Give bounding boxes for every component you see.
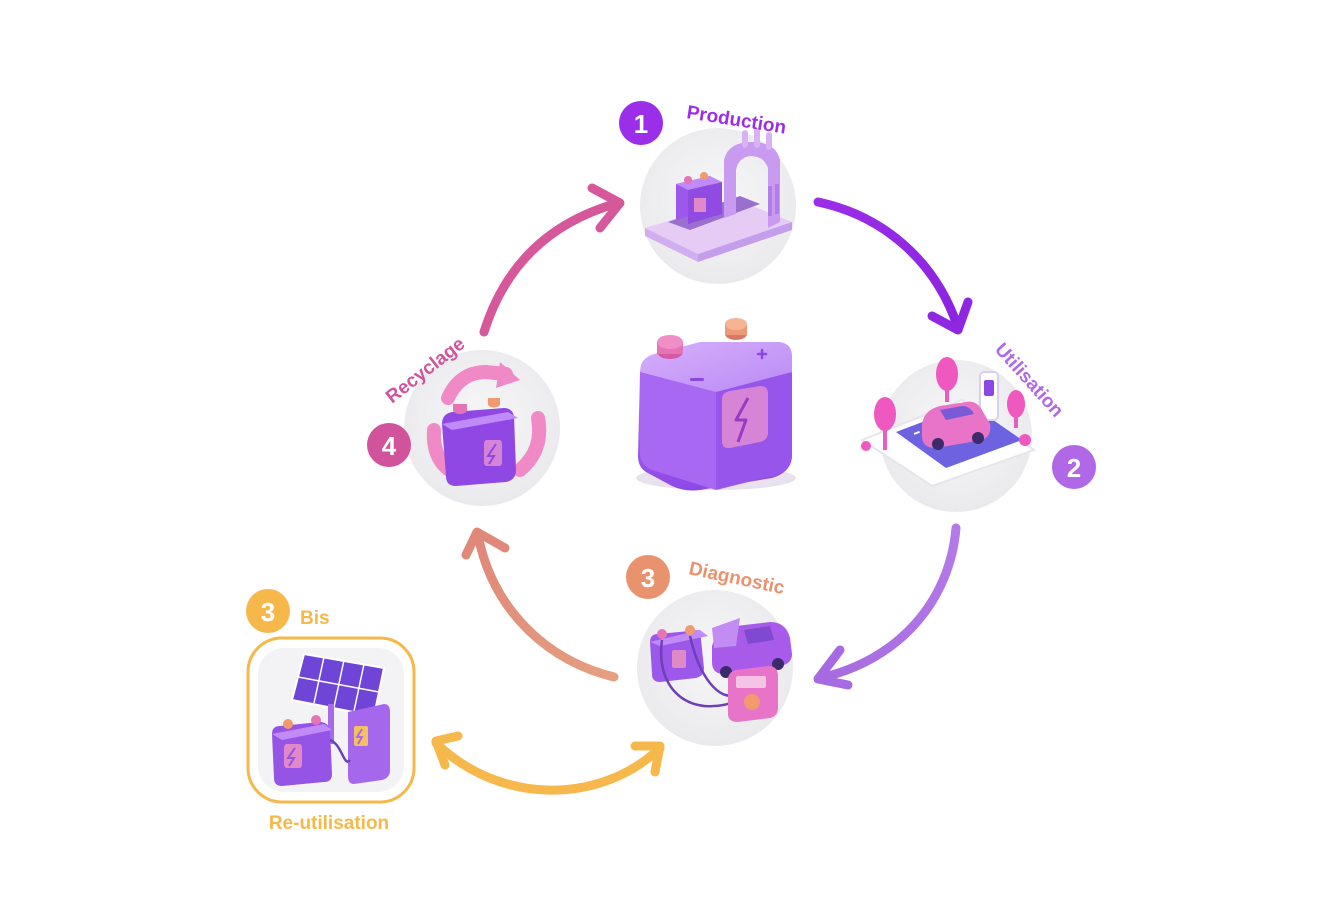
stage-recyclage: 4 Recyclage bbox=[367, 334, 560, 506]
production-number: 1 bbox=[634, 109, 648, 139]
recyclage-number: 4 bbox=[382, 431, 397, 461]
reutilisation-number: 3 bbox=[261, 597, 275, 627]
arrow-production-to-utilisation bbox=[813, 197, 973, 335]
electric-car-charging-icon bbox=[859, 357, 1037, 488]
stage-reutilisation: 3 Bis Re-utilisation bbox=[246, 589, 416, 834]
battery-icon bbox=[636, 318, 796, 491]
diagnostic-number-badge bbox=[626, 555, 670, 599]
utilisation-number: 2 bbox=[1067, 453, 1081, 483]
recycle-battery-icon bbox=[426, 362, 547, 486]
arrow-diagnostic-to-recyclage bbox=[461, 527, 619, 682]
utilisation-number-badge bbox=[1052, 445, 1096, 489]
production-number-badge bbox=[619, 101, 663, 145]
diagnostic-number: 3 bbox=[641, 563, 655, 593]
arrow-recyclage-to-production bbox=[479, 183, 625, 337]
battery-tester-icon bbox=[650, 618, 792, 722]
solar-panel-battery-icon bbox=[272, 652, 390, 786]
reutilisation-label: Re-utilisation bbox=[269, 813, 389, 834]
arrow-diagnostic-reutilisation-bidirectional bbox=[431, 731, 665, 795]
factory-icon bbox=[645, 128, 792, 262]
arrow-utilisation-to-diagnostic bbox=[813, 523, 961, 690]
recyclage-number-badge bbox=[367, 423, 411, 467]
stage-production: 1 Production bbox=[619, 101, 796, 284]
stage-diagnostic: 3 Diagnostic bbox=[626, 555, 793, 746]
reutilisation-number-badge bbox=[246, 589, 290, 633]
reutilisation-suffix: Bis bbox=[300, 608, 330, 629]
stage-utilisation: 2 Utilisation bbox=[859, 339, 1096, 512]
